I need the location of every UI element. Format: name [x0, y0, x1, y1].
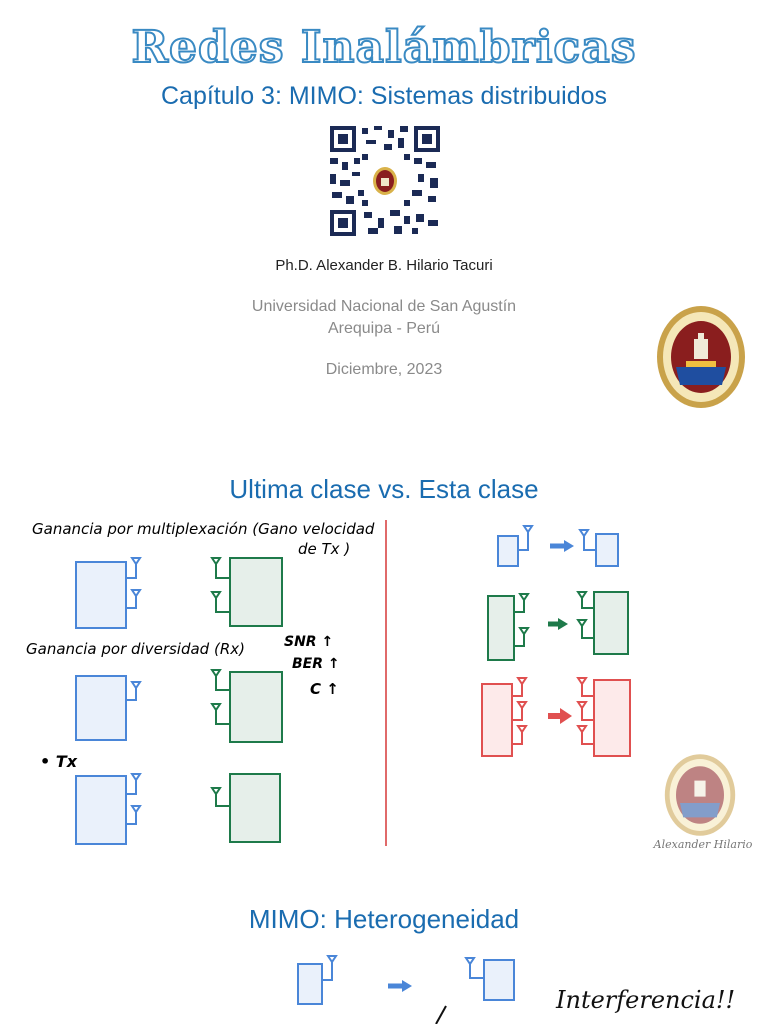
note-c: C ↑ [310, 680, 339, 698]
arrow-icon [558, 618, 568, 630]
arrow-icon [564, 540, 574, 552]
mimo-diagrams [75, 525, 631, 845]
column-divider [385, 520, 387, 846]
mimo-2x2-diagram [487, 591, 629, 661]
university-seal-icon [657, 306, 745, 408]
arrow-icon [560, 708, 572, 724]
siso-diagram [497, 525, 619, 567]
date: Diciembre, 2023 [325, 361, 443, 378]
heterogeneity-diagram [297, 955, 515, 1024]
author-name: Ph.D. Alexander B. Hilario Tacuri [275, 257, 493, 274]
antenna-icon [126, 557, 142, 825]
antenna-icon [464, 957, 484, 979]
signature: Alexander Hilario [653, 838, 753, 851]
arrow-icon [402, 980, 412, 992]
note-interference: Interferencia!! [556, 986, 736, 1014]
university-location: Arequipa - Perú [327, 320, 441, 337]
mimo-3x3-diagram [481, 677, 631, 757]
qr-code-icon [328, 124, 442, 238]
antenna-icon [322, 955, 338, 981]
note-mux-gain-cont: de Tx ) [298, 540, 351, 558]
page-title: Redes Inalámbricas [130, 21, 637, 74]
university-seal-icon [664, 754, 736, 836]
note-div-gain: Ganancia por diversidad (Rx) [26, 640, 245, 658]
university-block: Universidad Nacional de San Agustín Areq… [0, 296, 768, 340]
note-mux-gain: Ganancia por multiplexación (Gano veloci… [32, 520, 375, 538]
university-name: Universidad Nacional de San Agustín [251, 298, 517, 315]
note-tx: • Tx [40, 752, 78, 771]
chapter-subtitle: Capítulo 3: MIMO: Sistemas distribuidos [161, 82, 607, 110]
tx-blue-group [75, 561, 127, 845]
antenna-icon [210, 557, 230, 807]
section-title-heterogeneity: MIMO: Heterogeneidad [248, 904, 520, 934]
section-title-comparison: Ultima clase vs. Esta clase [229, 474, 539, 504]
note-ber: BER ↑ [292, 656, 340, 672]
note-snr: SNR ↑ [284, 634, 334, 650]
rx-green-group [229, 557, 283, 843]
